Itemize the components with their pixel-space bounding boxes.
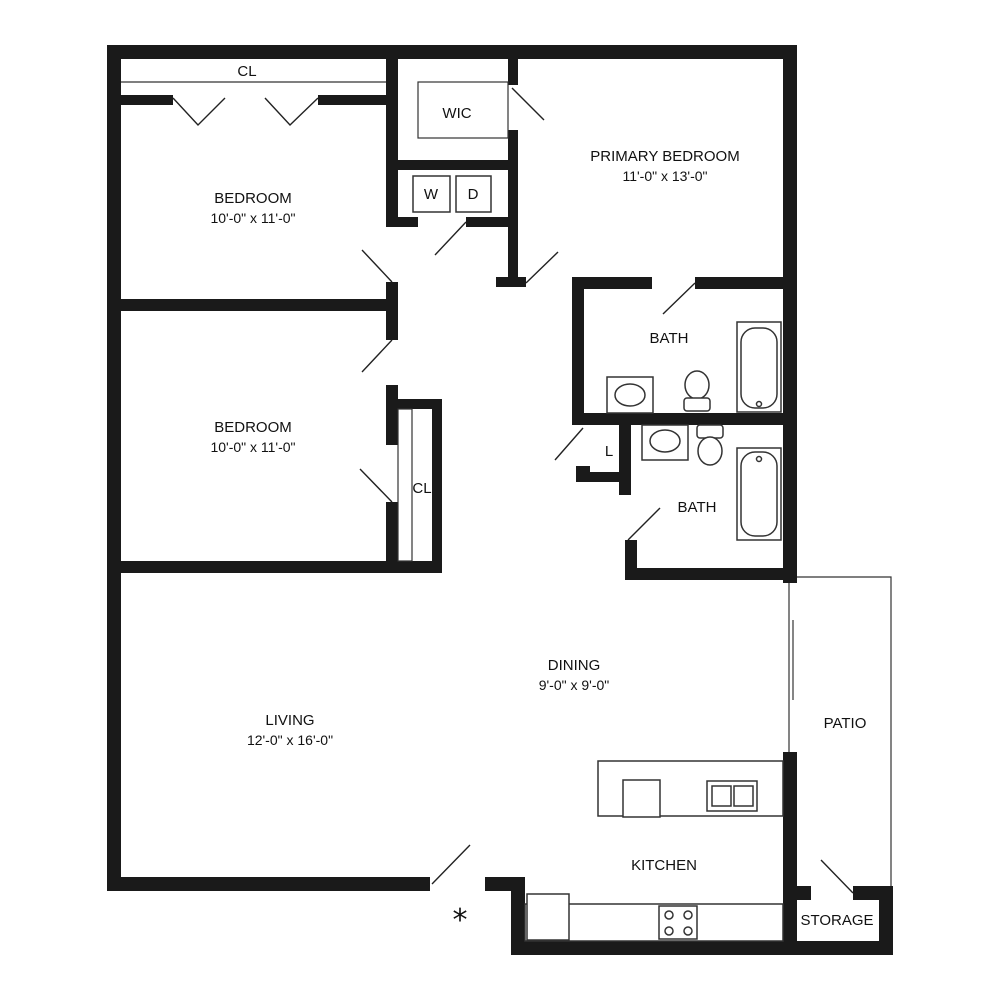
bedroom-1-label: BEDROOM	[214, 190, 292, 207]
linen-label: L	[605, 443, 613, 460]
storage-label: STORAGE	[800, 912, 873, 929]
washer-label: W	[424, 186, 439, 203]
toilet-2	[696, 424, 724, 466]
kitchen-island	[597, 760, 784, 818]
bath-2-label: BATH	[678, 499, 717, 516]
kitchen-counter	[524, 893, 784, 942]
bedroom-2-label: BEDROOM	[214, 419, 292, 436]
primary-bedroom-label: PRIMARY BEDROOM	[590, 148, 739, 165]
patio-label: PATIO	[824, 715, 867, 732]
kitchen-label: KITCHEN	[631, 857, 697, 874]
exterior-walls	[107, 45, 893, 955]
closet-mid-label: CL	[412, 480, 431, 497]
bedroom-1-size: 10'-0" x 11'-0"	[210, 210, 295, 226]
room-labels: CL WIC W D PRIMARY BEDROOM 11'-0" x 13'-…	[210, 63, 873, 938]
bathtub-1	[736, 321, 782, 413]
dryer-label: D	[468, 186, 479, 203]
dining-size: 9'-0" x 9'-0"	[539, 677, 610, 693]
toilet-1	[683, 370, 711, 412]
bath-1-label: BATH	[650, 330, 689, 347]
primary-bedroom-size: 11'-0" x 13'-0"	[622, 168, 707, 184]
entry-marker: *	[453, 903, 468, 938]
wic-label: WIC	[442, 105, 471, 122]
living-label: LIVING	[265, 712, 314, 729]
living-size: 12'-0" x 16'-0"	[247, 732, 333, 748]
sink-1	[606, 376, 654, 414]
dining-label: DINING	[548, 657, 601, 674]
closet-top-label: CL	[237, 63, 256, 80]
patio-outline	[788, 576, 892, 886]
closet-details	[121, 81, 509, 562]
fixtures	[412, 175, 784, 942]
bathtub-2	[736, 447, 782, 541]
interior-walls	[121, 59, 797, 580]
sink-2	[641, 424, 689, 461]
doors	[172, 87, 854, 894]
bedroom-2-size: 10'-0" x 11'-0"	[210, 439, 295, 455]
